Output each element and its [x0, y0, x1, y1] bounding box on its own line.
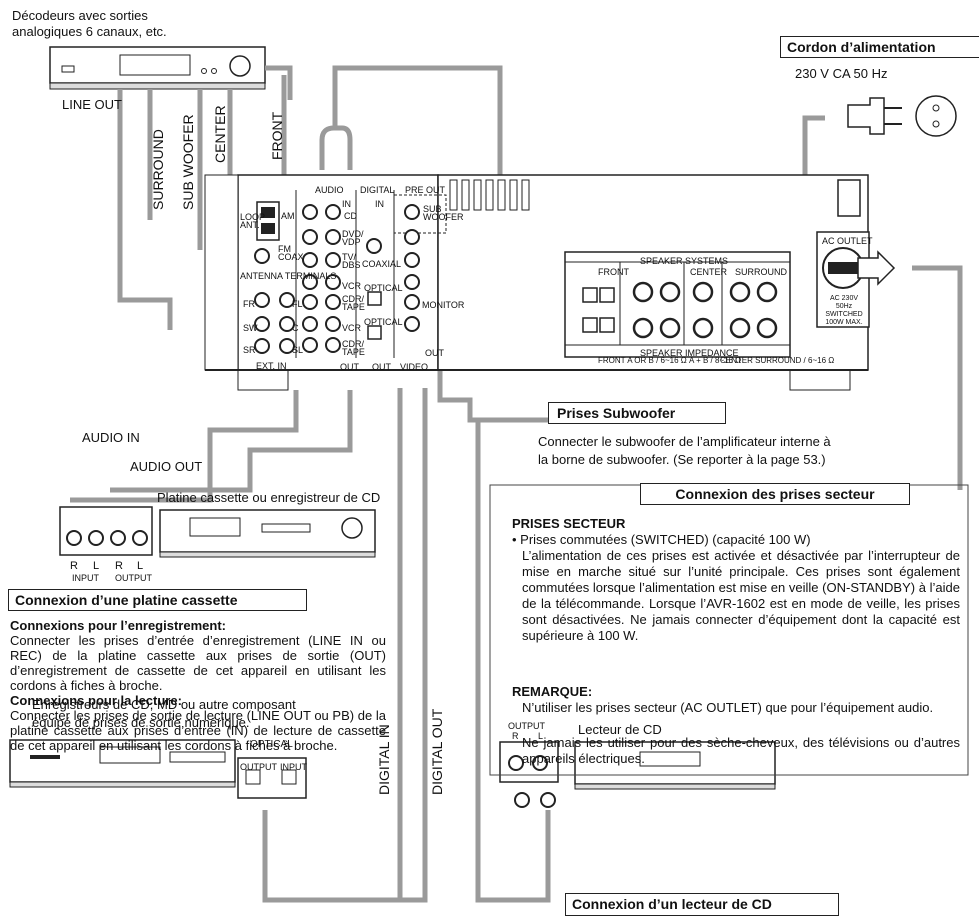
panel-sw-label: SW: [243, 323, 258, 333]
optical-output-label: OUTPUT: [240, 762, 277, 772]
speaker-surround-label: SURROUND: [735, 267, 788, 277]
cd-title: Connexion d’un lecteur de CD: [565, 893, 839, 916]
panel-c-label: C: [292, 323, 299, 333]
decoders-title-line2: analogiques 6 canaux, etc.: [12, 24, 167, 39]
decoders-title-line1: Décodeurs avec sorties: [12, 8, 148, 23]
ac-spec-label: AC 230V 50Hz SWITCHED 100W MAX.: [825, 295, 863, 326]
impedance-front-label: FRONT A OR B / 6~16 Ω A + B / 8~16 Ω: [598, 356, 742, 365]
cd-output-label: OUTPUT: [508, 721, 545, 731]
panel-sr-label: SR: [243, 345, 256, 355]
cassette-deck: [59, 506, 376, 558]
panel-audio-label: AUDIO: [315, 185, 344, 195]
recorders-line2: équipé de prises de sortie numérique.: [32, 715, 250, 730]
optical-label: OPTICAL: [250, 739, 293, 750]
cassette-output-label: OUTPUT: [115, 573, 152, 583]
panel-loopant-label: LOOP ANT.: [240, 212, 265, 230]
digital-in-label: DIGITAL IN: [376, 724, 392, 795]
center-label: CENTER: [212, 105, 228, 163]
panel-extin-label: EXT. IN: [256, 361, 287, 371]
receiver-rear-panel: [204, 174, 896, 391]
rec-text: Connecter les prises d’entrée d’enregist…: [10, 633, 386, 693]
line-out-label: LINE OUT: [62, 97, 122, 112]
panel-cdr2-label: CDR/ TAPE: [342, 339, 365, 357]
optical-input-label: INPUT: [280, 762, 307, 772]
cd-player-label: Lecteur de CD: [578, 722, 662, 737]
cd-r-label: R: [512, 731, 519, 741]
ac-body: L’alimentation de ces prises est activée…: [522, 548, 960, 643]
audio-out-label: AUDIO OUT: [130, 459, 203, 474]
panel-digital-out-label: OUT: [372, 362, 391, 372]
cassette-input-label: INPUT: [72, 573, 99, 583]
sub-woofer-label: SUB WOOFER: [180, 114, 196, 210]
surround-label: SURROUND: [150, 129, 166, 210]
play-text: Connecter les prises de sortie de lectur…: [10, 708, 386, 753]
ac-outlet-label: AC OUTLET: [822, 236, 873, 246]
cassette-l-label: L: [93, 560, 100, 572]
panel-dvd-label: DVD/ VDP: [342, 229, 364, 247]
panel-digital-label: DIGITAL: [360, 185, 395, 195]
digital-out-label: DIGITAL OUT: [429, 708, 445, 795]
speaker-impedance-label: SPEAKER IMPEDANCE: [640, 348, 739, 358]
panel-vcr-label: VCR: [342, 281, 362, 291]
panel-in-label: IN: [342, 199, 351, 209]
panel-tv-label: TV/ DBS: [342, 252, 361, 270]
speaker-center-label: CENTER: [690, 267, 728, 277]
subwoofer-desc-line2: la borne de subwoofer. (Se reporter à la…: [538, 452, 826, 467]
rec-heading: Connexions pour l’enregistrement:: [10, 618, 226, 633]
decoder-unit: [49, 46, 266, 90]
panel-sl-label: SL: [292, 345, 304, 355]
cassette-r-label: R: [70, 560, 78, 572]
ac-section-title: Connexion des prises secteur: [640, 483, 910, 505]
audio-in-label: AUDIO IN: [82, 430, 140, 445]
cd-player: [499, 741, 776, 808]
cassette-r2-label: R: [115, 560, 123, 572]
panel-fl-label: FL: [292, 299, 303, 309]
panel-optical-label: OPTICAL: [364, 283, 403, 293]
panel-video-label: VIDEO: [400, 362, 429, 372]
prises-heading: PRISES SECTEUR: [512, 516, 626, 531]
remarque-heading: REMARQUE:: [512, 684, 593, 699]
cd-recorder: [9, 739, 307, 799]
subwoofer-desc-line1: Connecter le subwoofer de l’amplificateu…: [538, 434, 831, 449]
power-cord-title: Cordon d’alimentation: [780, 36, 979, 58]
panel-subwoofer-label: SUB WOOFER: [423, 204, 464, 222]
power-spec: 230 V CA 50 Hz: [795, 66, 888, 81]
cd-l-label: L: [538, 731, 544, 741]
panel-vcr2-label: VCR: [342, 323, 362, 333]
panel-preout-label: PRE OUT: [405, 185, 446, 195]
recorders-line1: Enregistreurs de CD, MD ou autre composa…: [32, 697, 296, 712]
panel-am-label: AM: [281, 211, 295, 221]
panel-antenna-label: ANTENNA TERMINALS: [240, 271, 337, 281]
front-label: FRONT: [269, 111, 285, 160]
panel-cd-label: CD: [344, 211, 357, 221]
subwoofer-title: Prises Subwoofer: [548, 402, 726, 424]
cassette-device-label: Platine cassette ou enregistreur de CD: [157, 490, 381, 505]
panel-out-label: OUT: [340, 362, 359, 372]
ac-bullet: • Prises commutées (SWITCHED) (capacité …: [512, 532, 811, 547]
speaker-systems-label: SPEAKER SYSTEMS: [640, 256, 729, 266]
power-plug: [847, 95, 957, 137]
cassette-title: Connexion d’une platine cassette: [8, 589, 307, 611]
remarque-2: Ne jamais les utiliser pour des sèche-ch…: [522, 735, 960, 766]
play-heading: Connexions pour la lecture:: [10, 693, 182, 708]
panel-video-out-label: OUT: [425, 348, 444, 358]
panel-optical2-label: OPTICAL: [364, 317, 403, 327]
panel-digital-in-label: IN: [375, 199, 384, 209]
impedance-center-label: CENTER SURROUND / 6~16 Ω: [720, 356, 835, 365]
panel-fr-label: FR: [243, 299, 255, 309]
panel-fmcoax-label: FM COAX: [278, 244, 304, 262]
remarque-1: N’utiliser les prises secteur (AC OUTLET…: [522, 700, 934, 715]
speaker-front-label: FRONT: [598, 267, 629, 277]
cassette-l2-label: L: [137, 560, 144, 572]
panel-monitor-label: MONITOR: [422, 300, 465, 310]
panel-cdr-label: CDR/ TAPE: [342, 294, 365, 312]
panel-coaxial-label: COAXIAL: [362, 259, 402, 269]
